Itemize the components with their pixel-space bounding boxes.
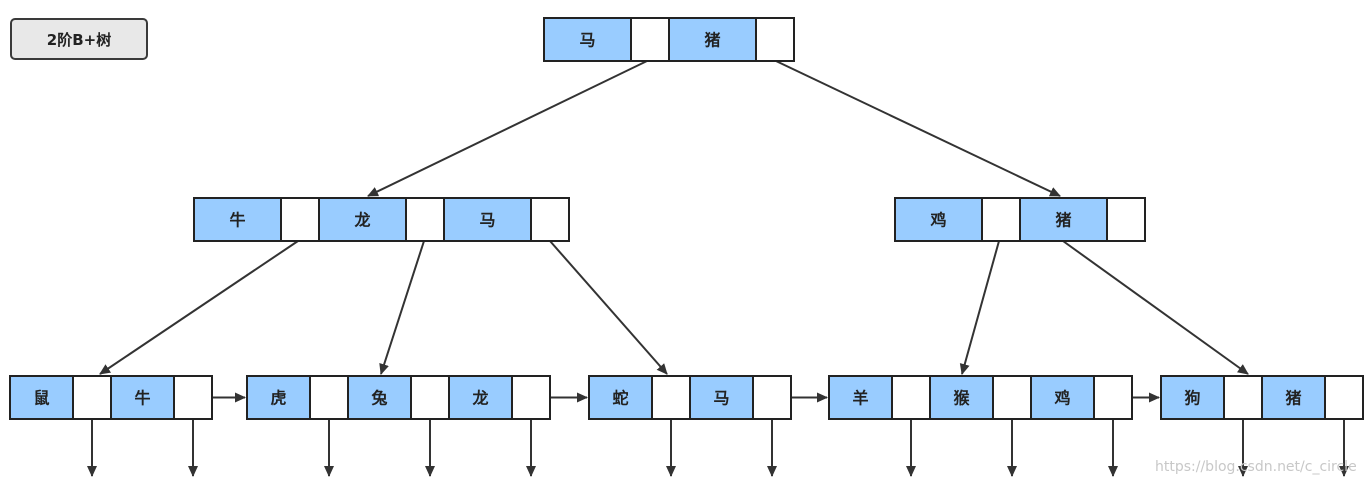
pointer-cell <box>1324 375 1364 420</box>
key-cell <box>9 375 74 420</box>
pointer-cell <box>280 197 320 242</box>
key-label: 牛 <box>229 211 245 230</box>
pointer-cell <box>309 375 349 420</box>
key-label: 狗 <box>1184 389 1200 408</box>
pointer-cell <box>511 375 551 420</box>
pointer-cell <box>1223 375 1263 420</box>
key-cell <box>318 197 407 242</box>
leaf-node: 狗猪 <box>1160 375 1364 420</box>
internal-to-leaf-edge <box>379 240 425 375</box>
key-cell <box>588 375 653 420</box>
pointer-cell <box>992 375 1032 420</box>
key-cell <box>689 375 754 420</box>
key-label: 马 <box>479 211 495 230</box>
pointer-cell <box>651 375 691 420</box>
pointer-cell <box>752 375 792 420</box>
key-cell <box>1261 375 1326 420</box>
pointer-cell <box>530 197 570 242</box>
key-cell <box>668 17 757 62</box>
internal-to-leaf-edge <box>1062 240 1249 375</box>
pointer-cell <box>630 17 670 62</box>
internal-to-leaf-edge <box>959 240 1000 375</box>
key-cell <box>193 197 282 242</box>
key-label: 羊 <box>852 389 868 408</box>
pointer-cell <box>173 375 213 420</box>
pointer-cell <box>72 375 112 420</box>
pointer-cell <box>981 197 1021 242</box>
key-label: 虎 <box>270 389 286 408</box>
pointer-cell <box>410 375 450 420</box>
key-label: 猪 <box>1284 389 1301 408</box>
key-cell <box>246 375 311 420</box>
internal-to-leaf-edge <box>549 240 668 375</box>
pointer-cell <box>405 197 445 242</box>
pointer-cell <box>1093 375 1133 420</box>
leaf-node: 虎兔龙 <box>246 375 551 420</box>
key-label: 猴 <box>953 389 970 408</box>
key-label: 猪 <box>703 31 720 50</box>
key-cell <box>828 375 893 420</box>
pointer-cell <box>1106 197 1146 242</box>
leaf-node: 蛇马 <box>588 375 792 420</box>
key-cell <box>543 17 632 62</box>
internal-to-leaf-edge <box>99 240 299 375</box>
internal-node: 鸡猪 <box>894 197 1146 242</box>
pointer-cell <box>891 375 931 420</box>
key-label: 马 <box>713 389 729 408</box>
key-label: 龙 <box>353 211 370 230</box>
key-label: 牛 <box>134 389 150 408</box>
key-label: 马 <box>579 31 595 50</box>
leaf-node: 羊猴鸡 <box>828 375 1133 420</box>
internal-node: 牛龙马 <box>193 197 570 242</box>
pointer-cell <box>755 17 795 62</box>
root-to-internal-edge <box>367 60 648 197</box>
watermark-text: https://blog.csdn.net/c_circle <box>1155 459 1357 475</box>
key-cell <box>1019 197 1108 242</box>
title-badge: 2阶B+树 <box>10 18 148 60</box>
key-label: 蛇 <box>612 389 628 408</box>
key-label: 兔 <box>370 389 387 408</box>
key-label: 鸡 <box>929 211 946 230</box>
root-node: 马猪 <box>543 17 795 62</box>
key-label: 鼠 <box>33 389 49 408</box>
key-label: 龙 <box>471 389 488 408</box>
leaf-node: 鼠牛 <box>9 375 213 420</box>
key-cell <box>894 197 983 242</box>
root-to-internal-edge <box>775 60 1061 197</box>
key-label: 鸡 <box>1053 389 1070 408</box>
key-label: 猪 <box>1054 211 1071 230</box>
